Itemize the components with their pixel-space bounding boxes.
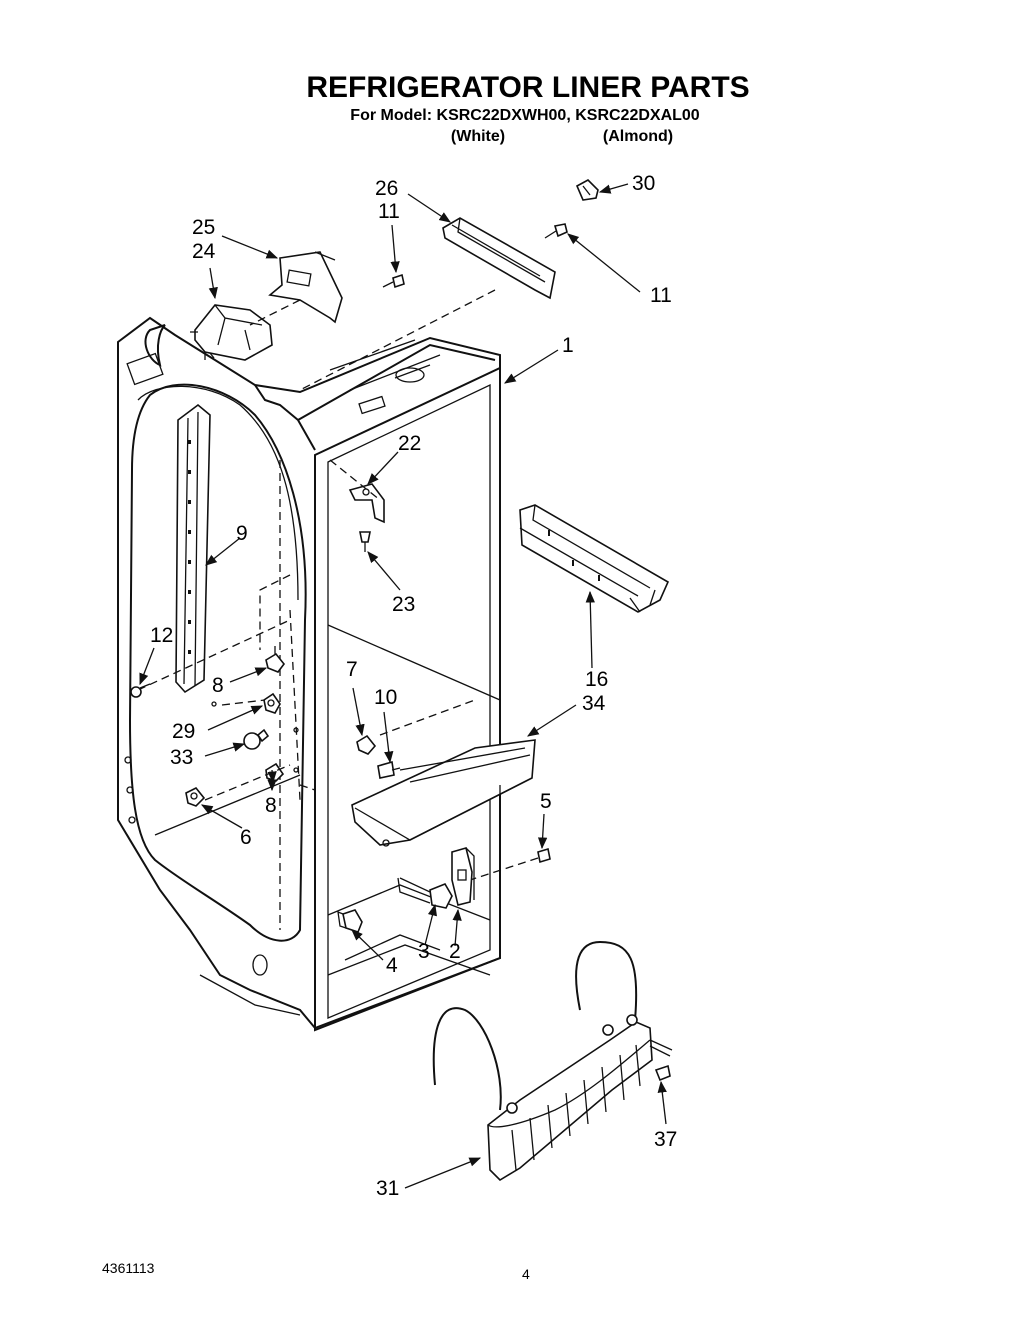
clip-10 xyxy=(377,760,401,779)
cover-34 xyxy=(351,699,536,847)
callout-labels: 1 2 3 4 5 6 7 8 8 9 10 11 11 12 16 22 23… xyxy=(150,172,677,1200)
screw-37 xyxy=(654,1064,671,1082)
callout-5: 5 xyxy=(540,790,552,813)
switch-3 xyxy=(397,877,453,909)
page-title: REFRIGERATOR LINER PARTS xyxy=(306,71,749,104)
callout-30: 30 xyxy=(632,172,655,195)
callout-34: 34 xyxy=(582,692,606,715)
screw-12 xyxy=(130,683,151,698)
callout-4: 4 xyxy=(386,954,398,977)
drain-heater-31 xyxy=(432,940,673,1182)
callout-33: 33 xyxy=(170,746,193,769)
callout-3: 3 xyxy=(418,940,430,963)
rail-16 xyxy=(519,504,670,613)
doc-number: 4361113 xyxy=(102,1260,155,1276)
bracket-22 xyxy=(329,459,385,524)
callout-8-upper: 8 xyxy=(212,674,224,697)
callout-25: 25 xyxy=(192,216,215,239)
channel-26 xyxy=(299,217,556,391)
screw-11-right xyxy=(544,223,568,239)
color-almond: (Almond) xyxy=(603,128,673,145)
callout-22: 22 xyxy=(398,432,421,455)
callout-2: 2 xyxy=(449,940,461,963)
housing-4 xyxy=(337,909,363,933)
callout-6: 6 xyxy=(240,826,252,849)
callout-24: 24 xyxy=(192,240,216,263)
callout-31: 31 xyxy=(376,1177,399,1200)
screw-23 xyxy=(359,531,371,552)
socket-29 xyxy=(211,692,281,714)
callout-11-left: 11 xyxy=(378,200,400,223)
clip-8-upper xyxy=(265,646,286,673)
liner-cabinet xyxy=(117,316,501,1032)
shelf-rail-9 xyxy=(137,403,291,694)
screw-5 xyxy=(469,847,551,881)
clip-30 xyxy=(575,179,599,201)
callout-11-right: 11 xyxy=(650,284,672,307)
model-line: For Model: KSRC22DXWH00, KSRC22DXAL00 xyxy=(350,107,700,124)
callout-12: 12 xyxy=(150,624,173,647)
leader-lines xyxy=(139,183,667,1189)
clip-7 xyxy=(356,734,377,755)
callout-1: 1 xyxy=(562,334,574,357)
bracket-2 xyxy=(451,847,475,906)
callout-7: 7 xyxy=(346,658,358,681)
color-white: (White) xyxy=(451,128,505,145)
callout-37: 37 xyxy=(654,1128,677,1151)
callout-9: 9 xyxy=(236,522,248,545)
screw-11-left xyxy=(382,273,405,289)
callout-26: 26 xyxy=(375,177,398,200)
callout-8-lower: 8 xyxy=(265,794,277,817)
control-housing-24 xyxy=(190,304,273,361)
bracket-25 xyxy=(249,251,343,326)
callout-23: 23 xyxy=(392,593,415,616)
callout-10: 10 xyxy=(374,686,397,709)
callout-16: 16 xyxy=(585,668,608,691)
bulb-33 xyxy=(243,728,270,750)
callout-29: 29 xyxy=(172,720,195,743)
page-number: 4 xyxy=(522,1266,530,1282)
clip-6 xyxy=(185,764,291,807)
